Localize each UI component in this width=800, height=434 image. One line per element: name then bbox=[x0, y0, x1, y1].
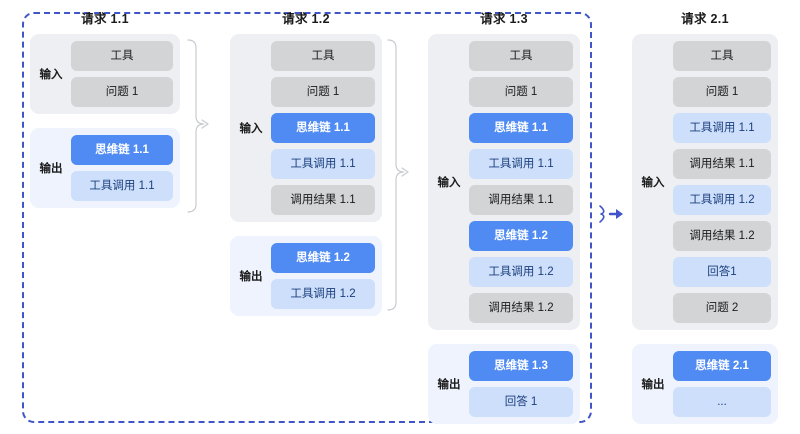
output-cell: 思维链 2.1 bbox=[673, 351, 771, 381]
column-title: 请求 1.1 bbox=[81, 12, 129, 26]
input-cell: 思维链 1.1 bbox=[469, 113, 573, 143]
input-label: 输入 bbox=[239, 123, 263, 135]
bracket-col1-to-col2 bbox=[186, 36, 226, 216]
column-request-1-1: 请求 1.1 输入 工具问题 1 输出 思维链 1.1 工具调用 1.1 bbox=[30, 10, 180, 208]
input-cell: 工具 bbox=[673, 41, 771, 71]
output-cell: 思维链 1.1 bbox=[71, 135, 173, 165]
column-title: 请求 2.1 bbox=[681, 12, 729, 26]
input-cell: 思维链 1.2 bbox=[469, 221, 573, 251]
output-cell: 工具调用 1.2 bbox=[271, 279, 375, 309]
column-request-1-3: 请求 1.3 输入 工具问题 1 思维链 1.1 工具调用 1.1 调用结果 1.1 思… bbox=[428, 10, 580, 424]
input-group: 输入 工具问题 1 工具调用 1.1 调用结果 1.1 工具调用 1.2 调用结果 1.… bbox=[632, 34, 778, 330]
output-cell: 工具调用 1.1 bbox=[71, 171, 173, 201]
output-group: 输出 思维链 1.2 工具调用 1.2 bbox=[230, 236, 382, 316]
bracket-col2-to-col3 bbox=[386, 36, 428, 316]
column-request-2-1: 请求 2.1 输入 工具问题 1 工具调用 1.1 调用结果 1.1 工具调用 1.2… bbox=[632, 10, 778, 424]
input-cell: 调用结果 1.2 bbox=[469, 293, 573, 323]
input-cell: 调用结果 1.2 bbox=[673, 221, 771, 251]
input-cell: 思维链 1.1 bbox=[271, 113, 375, 143]
column-title: 请求 1.3 bbox=[480, 12, 528, 26]
input-cell: 调用结果 1.1 bbox=[271, 185, 375, 215]
input-cell: 工具调用 1.2 bbox=[469, 257, 573, 287]
input-cell: 工具调用 1.1 bbox=[271, 149, 375, 179]
column-title: 请求 1.2 bbox=[282, 12, 330, 26]
input-label: 输入 bbox=[641, 177, 665, 189]
output-group: 输出 思维链 1.1 工具调用 1.1 bbox=[30, 128, 180, 208]
input-label: 输入 bbox=[437, 177, 461, 189]
input-cell: 问题 1 bbox=[469, 77, 573, 107]
input-cell-list: 工具问题 1 工具调用 1.1 调用结果 1.1 工具调用 1.2 调用结果 1.2 回答… bbox=[673, 41, 771, 323]
input-cell: 工具调用 1.2 bbox=[673, 185, 771, 215]
input-label: 输入 bbox=[39, 69, 63, 81]
input-group: 输入 工具问题 1 bbox=[30, 34, 180, 114]
output-cell: 思维链 1.2 bbox=[271, 243, 375, 273]
arrow-col3-to-col4-icon bbox=[598, 203, 626, 230]
input-cell-list: 工具问题 1 bbox=[71, 41, 173, 107]
input-cell: 调用结果 1.1 bbox=[469, 185, 573, 215]
input-cell: 工具 bbox=[469, 41, 573, 71]
input-cell-list: 工具问题 1 思维链 1.1 工具调用 1.1 调用结果 1.1 bbox=[271, 41, 375, 215]
input-cell: 回答1 bbox=[673, 257, 771, 287]
input-cell-list: 工具问题 1 思维链 1.1 工具调用 1.1 调用结果 1.1 思维链 1.2 工具调用… bbox=[469, 41, 573, 323]
input-cell: 调用结果 1.1 bbox=[673, 149, 771, 179]
input-cell: 工具调用 1.1 bbox=[673, 113, 771, 143]
output-cell-list: 思维链 2.1... bbox=[673, 351, 771, 417]
output-label: 输出 bbox=[641, 379, 665, 391]
input-cell: 问题 1 bbox=[673, 77, 771, 107]
output-cell: 回答 1 bbox=[469, 387, 573, 417]
input-cell: 问题 2 bbox=[673, 293, 771, 323]
output-cell-list: 思维链 1.1 工具调用 1.1 bbox=[71, 135, 173, 201]
output-group: 输出 思维链 1.3 回答 1 bbox=[428, 344, 580, 424]
output-group: 输出 思维链 2.1... bbox=[632, 344, 778, 424]
input-cell: 工具 bbox=[271, 41, 375, 71]
input-group: 输入 工具问题 1 思维链 1.1 工具调用 1.1 调用结果 1.1 bbox=[230, 34, 382, 222]
input-cell: 工具 bbox=[71, 41, 173, 71]
output-label: 输出 bbox=[437, 379, 461, 391]
output-cell: ... bbox=[673, 387, 771, 417]
input-cell: 工具调用 1.1 bbox=[469, 149, 573, 179]
output-label: 输出 bbox=[39, 163, 63, 175]
output-cell-list: 思维链 1.3 回答 1 bbox=[469, 351, 573, 417]
input-cell: 问题 1 bbox=[71, 77, 173, 107]
output-cell-list: 思维链 1.2 工具调用 1.2 bbox=[271, 243, 375, 309]
output-cell: 思维链 1.3 bbox=[469, 351, 573, 381]
output-label: 输出 bbox=[239, 271, 263, 283]
input-cell: 问题 1 bbox=[271, 77, 375, 107]
